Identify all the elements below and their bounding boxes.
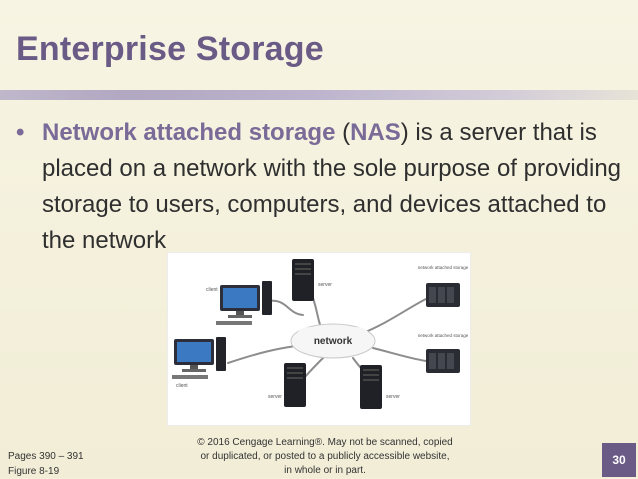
client-computer-icon xyxy=(172,337,226,379)
copyright-line-1: © 2016 Cengage Learning®. May not be sca… xyxy=(197,437,453,448)
bullet-point: • Network attached storage (NAS) is a se… xyxy=(16,115,626,259)
page-reference: Pages 390 – 391 xyxy=(8,451,84,462)
server-bottom-left-label: server xyxy=(268,394,282,400)
copyright-line-3: in whole or in part. xyxy=(284,465,366,476)
nas-device-icon xyxy=(426,283,460,307)
bullet-rest: ) is a server that is placed on a networ… xyxy=(42,119,622,254)
nas-diagram-svg: network client client xyxy=(172,259,469,409)
network-label: network xyxy=(314,336,353,347)
network-cloud-icon xyxy=(290,323,376,359)
server-tower-icon xyxy=(292,259,314,301)
title-divider xyxy=(0,90,638,100)
nas-bottom-label: network attached storage xyxy=(418,333,469,338)
nas-top-label: network attached storage xyxy=(418,265,469,270)
nas-device-icon xyxy=(426,349,460,373)
footer-references: Pages 390 – 391 Figure 8-19 xyxy=(8,449,84,479)
bullet-text: Network attached storage (NAS) is a serv… xyxy=(16,115,626,259)
server-bottom-right-label: server xyxy=(386,394,400,400)
highlight-abbrev: NAS xyxy=(350,119,401,146)
bullet-icon: • xyxy=(16,119,25,146)
figure-reference: Figure 8-19 xyxy=(8,466,60,477)
slide-title: Enterprise Storage xyxy=(16,30,324,68)
client-bottom-label: client xyxy=(176,383,188,389)
copyright-notice: © 2016 Cengage Learning®. May not be sca… xyxy=(195,436,455,478)
server-tower-icon xyxy=(360,365,382,409)
nas-diagram: network client client xyxy=(168,253,470,425)
copyright-line-2: or duplicated, or posted to a publicly a… xyxy=(200,451,450,462)
server-tower-icon xyxy=(284,363,306,407)
paren-open: ( xyxy=(335,119,351,146)
server-top-label: server xyxy=(318,282,332,288)
highlight-term: Network attached storage xyxy=(42,119,336,146)
client-computer-icon xyxy=(216,281,272,325)
page-number-badge: 30 xyxy=(602,443,636,477)
client-top-label: client xyxy=(206,287,218,293)
